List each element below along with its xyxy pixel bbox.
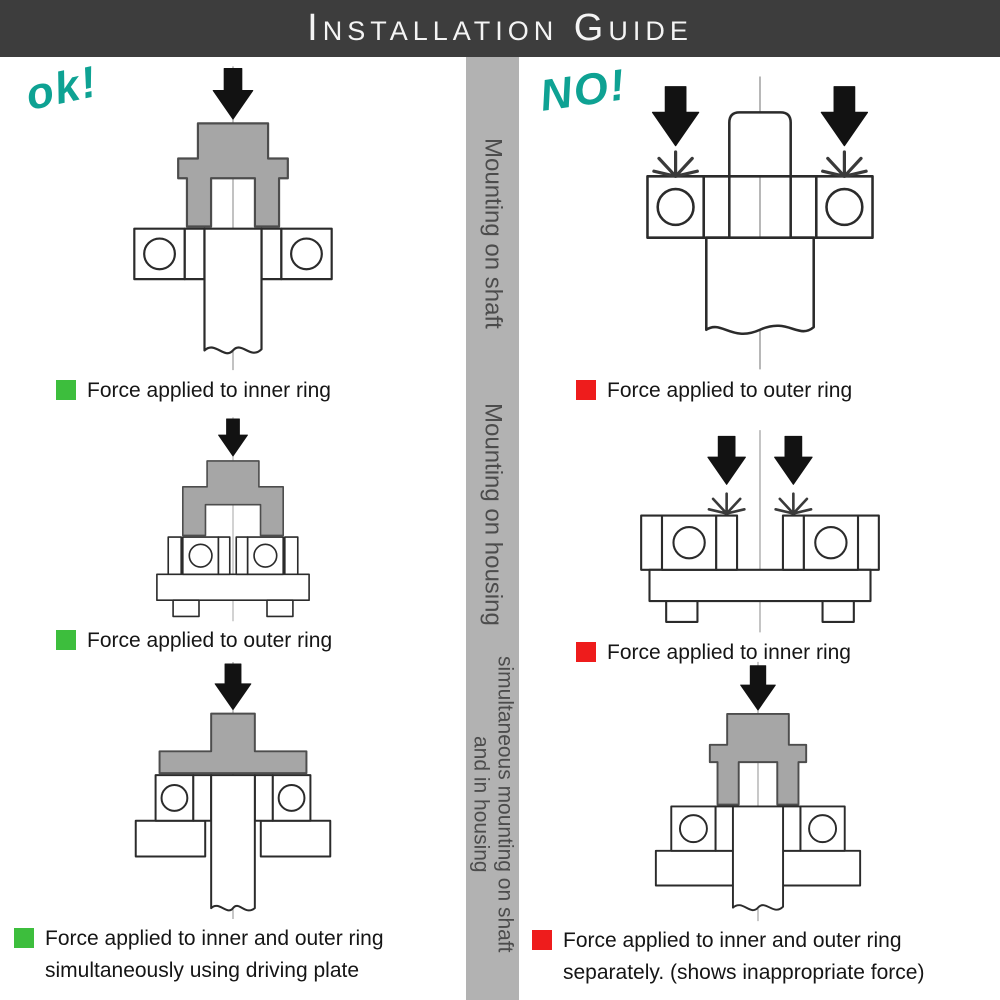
caption-row: Force applied to outer ring — [534, 375, 986, 407]
panel-no-mounting-on-shaft: Force applied to outer ring — [534, 74, 986, 406]
caption-text: Force applied to inner ring — [607, 640, 851, 664]
shaft — [705, 236, 815, 335]
impact-burst — [652, 150, 699, 178]
diagram-no-mounting-on-housing — [640, 430, 880, 633]
divider-strip: Mounting on shaft Mounting on housing si… — [466, 57, 519, 1000]
impact-burst — [707, 492, 746, 515]
force-arrow — [218, 418, 248, 457]
caption-row: Force applied to outer ring — [14, 625, 452, 657]
diagram-ok-mounting-on-shaft — [133, 66, 333, 371]
panel-ok-mounting-on-housing: Force applied to outer ring — [14, 414, 452, 656]
shaft-end — [728, 111, 792, 178]
bearing-ball — [825, 187, 864, 227]
bearing-ball — [290, 237, 323, 271]
force-arrow — [651, 86, 700, 147]
panel-no-separate-force: Force applied to inner and outer ring se… — [528, 660, 988, 988]
shaft — [203, 227, 263, 355]
bearing — [133, 227, 333, 281]
ok-marker — [56, 379, 76, 400]
bearing-ball — [808, 814, 838, 844]
force-arrow — [212, 68, 254, 120]
shaft — [731, 805, 785, 912]
caption-row: Force applied to inner ring — [14, 375, 452, 407]
force-arrow — [774, 435, 813, 485]
header-bar: Installation Guide — [0, 0, 1000, 57]
no-marker — [576, 379, 596, 400]
bearing-ball — [814, 525, 848, 560]
divider-label-simultaneous-mounting: simultaneous mounting on shaft and in ho… — [469, 655, 517, 953]
panel-ok-mounting-on-shaft: Force applied to inner ring — [14, 62, 452, 406]
housing — [654, 849, 862, 887]
bearing-ball — [160, 784, 189, 812]
page-title: Installation Guide — [307, 7, 693, 49]
caption-row: Force applied to inner and outer ring si… — [10, 923, 456, 986]
bearing-ball — [253, 543, 278, 568]
bearing — [660, 514, 860, 571]
bearing-ball — [277, 784, 306, 812]
diagram-ok-simultaneous-mounting — [134, 661, 332, 920]
caption-text: Force applied to inner and outer ring se… — [563, 929, 925, 984]
press-dome-tool — [181, 460, 285, 537]
force-arrow — [820, 86, 869, 147]
bearing-ball — [188, 543, 213, 568]
housing — [134, 819, 332, 858]
panel-no-mounting-on-housing: Force applied to inner ring — [534, 428, 986, 668]
divider-label-mounting-on-shaft: Mounting on shaft — [479, 137, 507, 329]
force-arrow — [740, 665, 776, 711]
impact-burst — [774, 492, 813, 515]
ok-marker — [14, 928, 34, 948]
divider-label-mounting-on-housing: Mounting on housing — [479, 402, 507, 626]
bearing — [670, 805, 846, 852]
press-sleeve-tool — [177, 122, 289, 228]
driving-plate-tool — [158, 712, 308, 775]
bearing — [154, 774, 312, 822]
no-marker — [532, 930, 552, 950]
caption-text: Force applied to outer ring — [607, 378, 853, 402]
bearing-ball — [656, 187, 695, 227]
diagram-ok-mounting-on-housing — [156, 417, 310, 622]
caption-text: Force applied to outer ring — [87, 628, 333, 652]
ok-marker — [56, 629, 76, 650]
force-arrow — [707, 435, 746, 485]
no-marker — [576, 641, 596, 662]
bearing-ball — [678, 814, 708, 844]
press-sleeve-tool — [708, 713, 808, 806]
caption-row: Force applied to inner and outer ring se… — [528, 925, 988, 988]
diagram-no-mounting-on-shaft — [646, 76, 874, 370]
housing — [156, 536, 310, 618]
panel-ok-simultaneous-mounting: Force applied to inner and outer ring si… — [10, 660, 456, 986]
caption-text: Force applied to inner ring — [87, 378, 331, 402]
bearing — [181, 536, 285, 576]
bearing — [646, 175, 874, 239]
shaft — [210, 774, 256, 912]
bearing-ball — [672, 525, 706, 560]
impact-burst — [821, 150, 868, 178]
force-arrow — [214, 663, 252, 711]
bearing-ball — [143, 237, 176, 271]
caption-text: Force applied to inner and outer ring si… — [45, 927, 384, 982]
caption-row: Force applied to inner ring — [534, 637, 986, 669]
diagram-no-separate-force — [654, 661, 862, 922]
